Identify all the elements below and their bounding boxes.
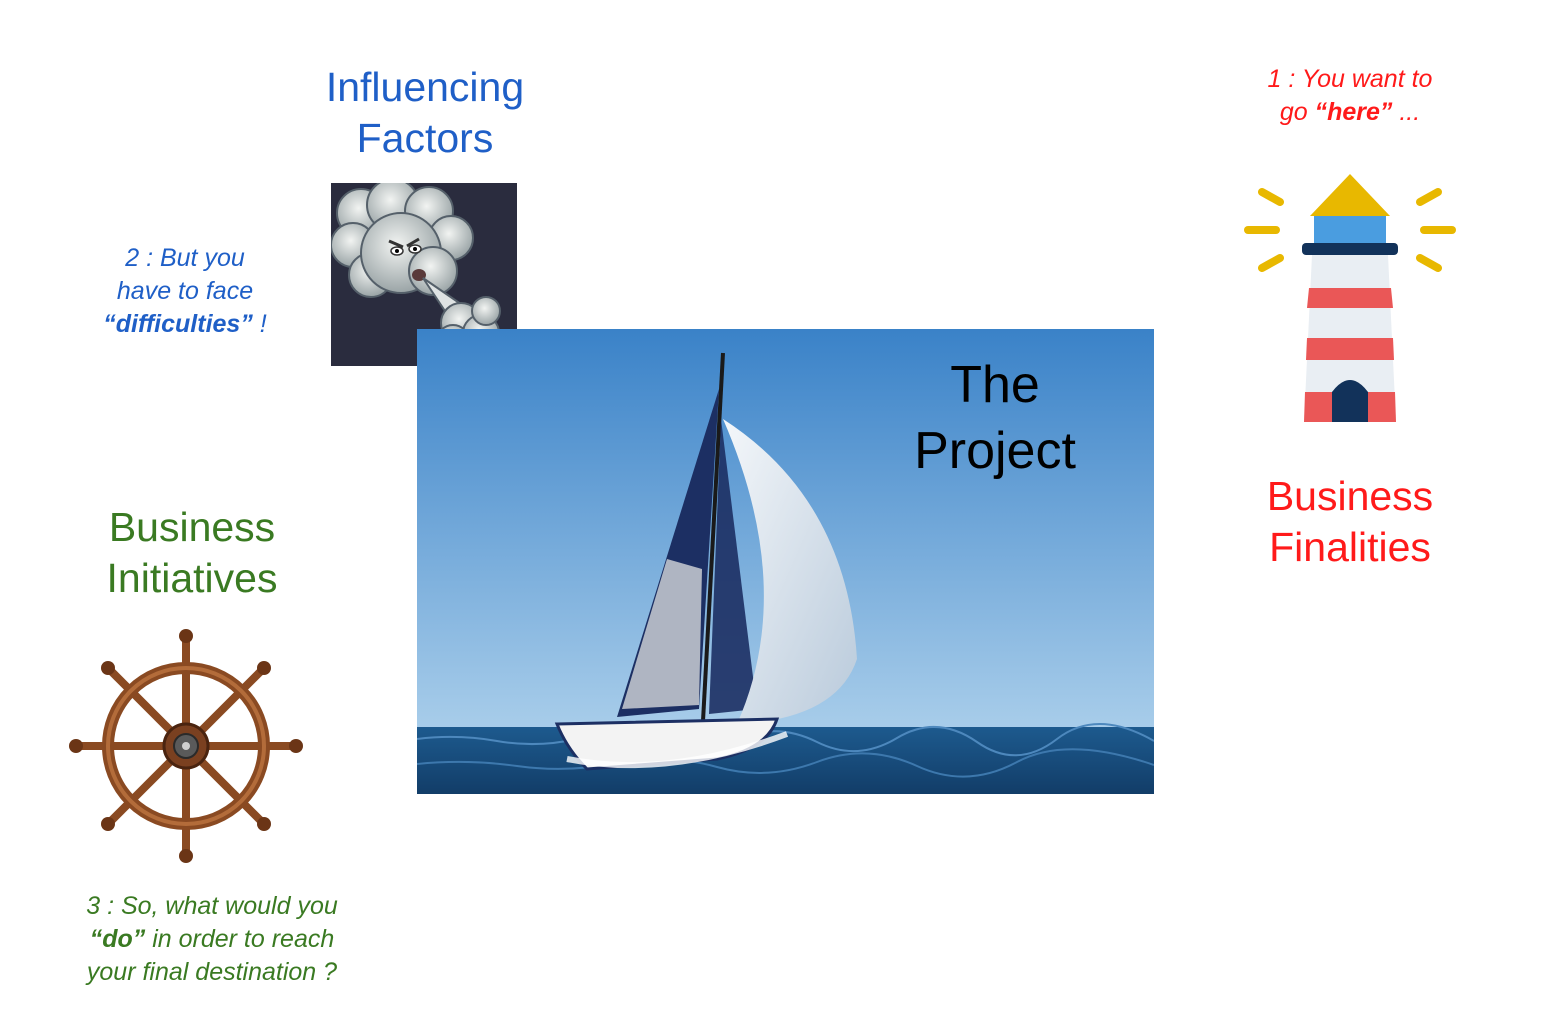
project-title: The Project [880, 352, 1110, 484]
finalities-title-line1: Business [1266, 473, 1434, 519]
destination-bold: “here” [1314, 98, 1393, 126]
difficulties-note-line3: “difficulties” ! [60, 308, 310, 341]
destination-note: 1 : You want to go “here” ... [1225, 63, 1475, 129]
destination-tail: ... [1392, 98, 1421, 126]
destination-head: go [1279, 98, 1315, 126]
action-tail: in order to reach [145, 925, 335, 953]
destination-note-line2: go “here” ... [1225, 96, 1475, 129]
business-initiatives-heading: Business Initiatives [67, 502, 317, 604]
influencing-title-line2: Factors [356, 115, 494, 161]
difficulties-note-line2: have to face [116, 277, 254, 305]
initiatives-title-line2: Initiatives [106, 555, 278, 601]
influencing-title-line1: Influencing [325, 64, 525, 110]
project-title-line2: Project [914, 422, 1076, 480]
project-title-line1: The [950, 356, 1040, 414]
influencing-factors-heading: Influencing Factors [300, 62, 550, 164]
difficulties-note: 2 : But you have to face “difficulties” … [60, 242, 310, 341]
finalities-title-line2: Finalities [1269, 524, 1431, 570]
initiatives-title-line1: Business [108, 504, 276, 550]
action-note-line3: your final destination ? [86, 958, 338, 986]
ship-wheel-icon [66, 628, 314, 870]
action-note-line2: “do” in order to reach [32, 923, 392, 956]
difficulties-tail: ! [252, 310, 267, 338]
destination-note-line1: 1 : You want to [1267, 65, 1433, 93]
action-note: 3 : So, what would you “do” in order to … [32, 890, 392, 989]
action-bold: “do” [89, 925, 146, 953]
difficulties-note-line1: 2 : But you [125, 244, 245, 272]
lighthouse-icon [1240, 170, 1460, 430]
business-finalities-heading: Business Finalities [1225, 471, 1475, 573]
action-note-line1: 3 : So, what would you [86, 892, 338, 920]
difficulties-bold: “difficulties” [103, 310, 253, 338]
wind-cloud-icon [331, 183, 517, 366]
sailboat-photo [417, 329, 1154, 794]
